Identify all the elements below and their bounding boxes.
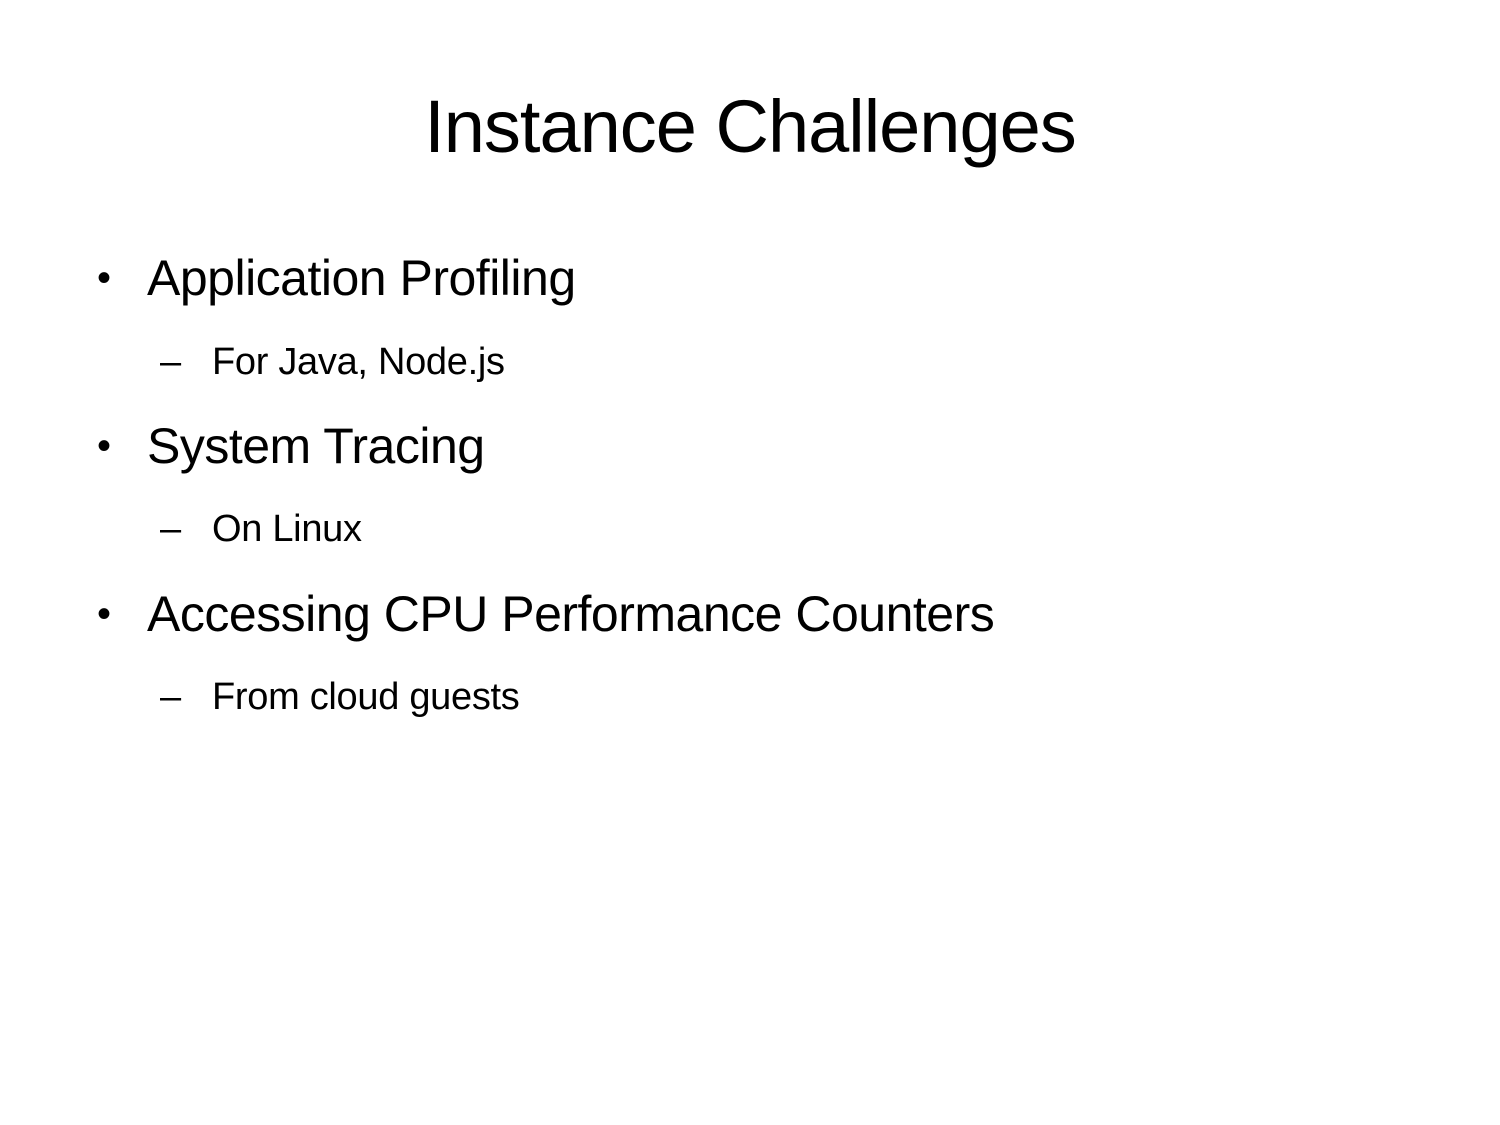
dash-icon: –: [160, 508, 182, 550]
bullet-text: Accessing CPU Performance Counters: [147, 586, 995, 642]
bullet-text: System Tracing: [147, 418, 485, 474]
dash-icon: –: [160, 341, 182, 383]
dash-icon: –: [160, 676, 182, 718]
sub-bullet-text: From cloud guests: [212, 676, 520, 718]
sub-bullet-text: For Java, Node.js: [212, 341, 505, 383]
slide-title: Instance Challenges: [424, 85, 1077, 168]
bullet-text: Application Profiling: [147, 250, 576, 306]
sub-bullet-text: On Linux: [212, 508, 362, 550]
bullet-icon: •: [97, 256, 112, 300]
bullet-icon: •: [97, 592, 112, 636]
bullet-icon: •: [97, 424, 112, 468]
